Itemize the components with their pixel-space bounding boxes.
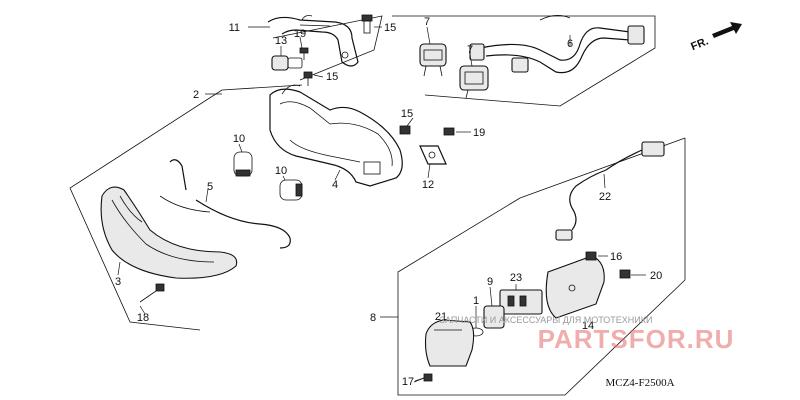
callout-23: 23: [510, 272, 522, 284]
callout-5: 5: [207, 181, 213, 193]
callout-1: 1: [473, 295, 479, 307]
grommet-part-13: [271, 55, 303, 71]
callout-17: 17: [402, 376, 414, 388]
callout-7: 7: [467, 44, 473, 56]
screw-part-15-right: [399, 125, 411, 135]
callout-2: 2: [193, 89, 199, 101]
screw-part-18: [139, 283, 165, 303]
diagram-code: MCZ4-F2500A: [605, 377, 674, 389]
bulb-part-10a: [233, 151, 253, 177]
callout-15: 15: [326, 71, 338, 83]
callout-22: 22: [599, 191, 611, 203]
leader-lines: [117, 26, 646, 382]
callout-7: 7: [424, 16, 430, 28]
lamp-housing-part-4: [269, 84, 403, 187]
group-frame-main: [69, 84, 303, 331]
bracket-part-11: [267, 15, 359, 67]
direction-label: FR.: [689, 35, 710, 53]
callout-labels: 11 15 13 19 15 7 7 6 2 10 10 5 4 15 19 1…: [115, 16, 662, 388]
callout-14: 14: [582, 320, 594, 332]
callout-3: 3: [115, 276, 121, 288]
callout-10: 10: [275, 165, 287, 177]
wire-harness-part-22: [555, 141, 665, 241]
callout-16: 16: [610, 251, 622, 263]
screw-part-15-top: [361, 14, 373, 34]
socket-part-23: [499, 289, 543, 315]
group-frame-upper: [272, 15, 656, 107]
stay-part-12: [419, 145, 447, 165]
bolt-part-20: [619, 269, 631, 279]
screw-part-19-top: [299, 47, 309, 60]
callout-15: 15: [384, 22, 396, 34]
front-direction-arrow: [712, 22, 742, 38]
callout-6: 6: [567, 38, 573, 50]
callout-12: 12: [422, 179, 434, 191]
wire-harness-part-6: [469, 15, 645, 74]
callout-9: 9: [487, 276, 493, 288]
callout-4: 4: [332, 179, 338, 191]
nut-part-16: [585, 251, 597, 261]
callout-18: 18: [137, 312, 149, 324]
bulb-socket-part-7a: [419, 43, 447, 77]
callout-8: 8: [370, 312, 376, 324]
callout-10: 10: [233, 133, 245, 145]
bulb-part-10b: [279, 179, 303, 201]
bulb-socket-part-7b: [459, 65, 489, 99]
screw-part-15-mid: [303, 71, 313, 86]
seal-part-9: [483, 305, 505, 329]
callout-15: 15: [401, 108, 413, 120]
callout-13: 13: [275, 35, 287, 47]
callout-19: 19: [473, 127, 485, 139]
wire-part-5: [159, 159, 291, 249]
license-bracket-part-14: [545, 255, 605, 319]
lens-part-3: [100, 186, 238, 279]
watermark-subtitle: ЗАПЧАСТИ И АКСЕССУАРЫ ДЛЯ МОТОТЕХНИКИ: [440, 315, 653, 325]
callout-20: 20: [650, 270, 662, 282]
callout-21: 21: [435, 311, 447, 323]
callout-11: 11: [229, 22, 240, 34]
license-lens-part-21: [424, 319, 475, 367]
nut-part-19-right: [443, 127, 455, 136]
watermark: ЗАПЧАСТИ И АКСЕССУАРЫ ДЛЯ МОТОТЕХНИКИ PA…: [440, 315, 735, 354]
watermark-brand: PARTSFOR.RU: [538, 324, 735, 354]
callout-19: 19: [294, 28, 306, 40]
